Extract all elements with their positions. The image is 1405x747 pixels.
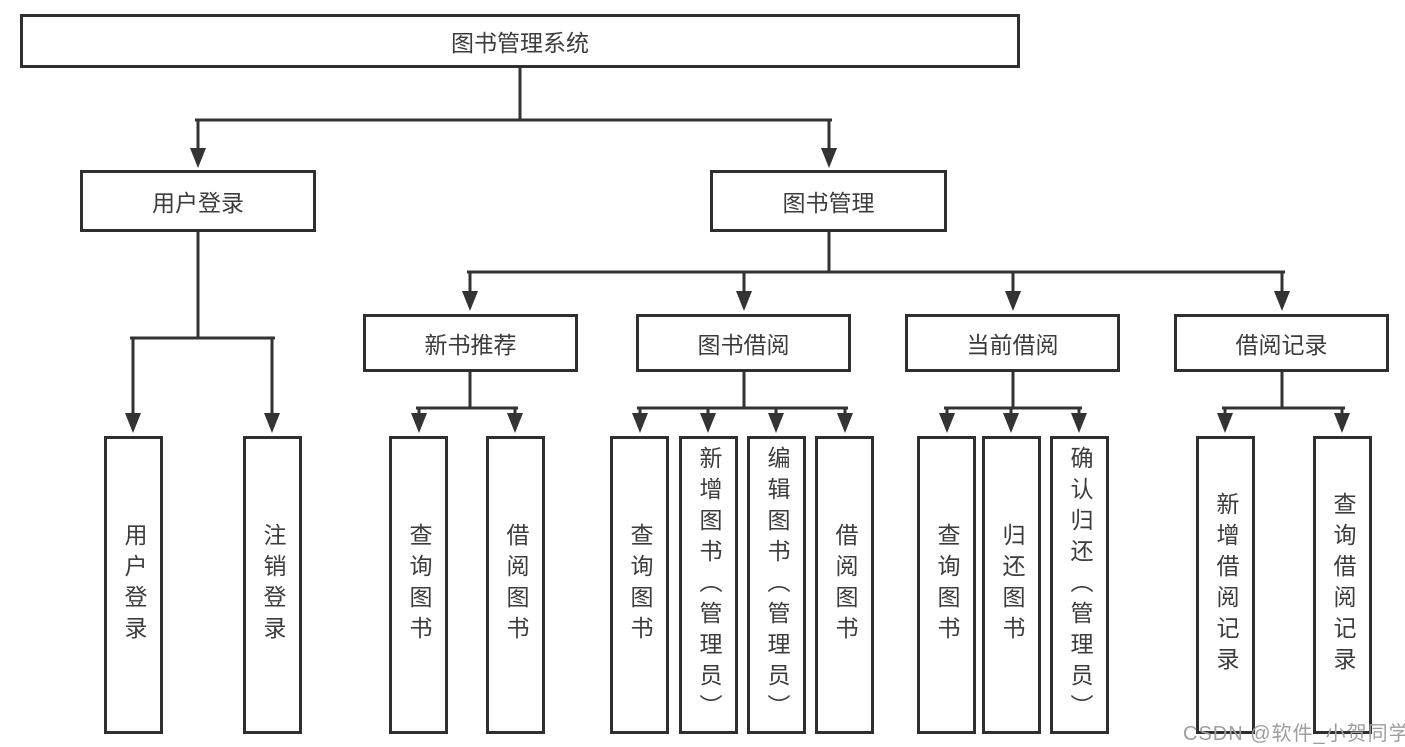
arrowhead <box>1005 291 1021 311</box>
arrowhead <box>1003 413 1019 433</box>
node-label: 当前借阅 <box>966 332 1059 358</box>
arrowhead <box>1217 413 1233 433</box>
leaf-query-books-borrowing: 查询图书 <box>610 436 669 734</box>
node-label: 查询借阅记录 <box>1330 492 1356 678</box>
connector-book-management <box>467 230 1285 296</box>
node-label: 用户登录 <box>152 190 244 216</box>
watermark: CSDN @软件_小贺同学 <box>1183 723 1405 745</box>
arrowhead <box>821 148 837 168</box>
connector-user-login <box>130 230 275 417</box>
connector-root <box>195 66 832 152</box>
node-label: 借阅图书 <box>503 523 529 647</box>
node-current-borrowing: 当前借阅 <box>905 314 1120 372</box>
node-label: 注销登录 <box>260 523 286 647</box>
node-label: 查询图书 <box>934 523 960 647</box>
arrowhead <box>632 413 648 433</box>
leaf-query-borrow-record: 查询借阅记录 <box>1313 436 1372 734</box>
connector-new-book <box>416 370 518 418</box>
node-label: 新书推荐 <box>424 332 517 358</box>
node-label: 图书借阅 <box>697 332 790 358</box>
node-borrowing-records: 借阅记录 <box>1174 314 1389 372</box>
leaf-logout: 注销登录 <box>243 436 302 734</box>
arrowhead <box>837 413 853 433</box>
node-book-borrowing: 图书借阅 <box>636 314 851 372</box>
node-label: 新增借阅记录 <box>1213 492 1239 678</box>
arrowhead <box>1274 291 1290 311</box>
node-label: 新增图书（管理员） <box>696 445 722 725</box>
leaf-edit-book-admin: 编辑图书（管理员） <box>747 436 806 734</box>
node-label: 图书管理系统 <box>451 30 589 56</box>
arrowhead <box>411 413 427 433</box>
node-label: 编辑图书（管理员） <box>764 445 790 725</box>
node-label: 归还图书 <box>999 523 1025 647</box>
node-library-system: 图书管理系统 <box>20 14 1020 68</box>
leaf-add-borrow-record: 新增借阅记录 <box>1196 436 1255 734</box>
leaf-user-login: 用户登录 <box>104 436 163 734</box>
arrowhead <box>736 291 752 311</box>
leaf-borrow-books-borrowing: 借阅图书 <box>815 436 874 734</box>
node-label: 用户登录 <box>121 523 147 647</box>
arrowhead <box>939 413 955 433</box>
node-label: 确认归还（管理员） <box>1067 445 1093 725</box>
arrowhead <box>1071 413 1087 433</box>
node-label: 查询图书 <box>627 523 653 647</box>
arrowhead <box>125 413 141 433</box>
node-user-login: 用户登录 <box>80 170 316 232</box>
node-label: 借阅图书 <box>832 523 858 647</box>
arrowhead <box>1334 413 1350 433</box>
node-new-book-recommend: 新书推荐 <box>363 314 578 372</box>
node-book-management: 图书管理 <box>710 170 947 232</box>
arrowhead <box>462 291 478 311</box>
node-label: 图书管理 <box>782 190 875 216</box>
connector-current-borrowing <box>944 370 1082 418</box>
node-label: 查询图书 <box>406 523 432 647</box>
connector-book-borrowing <box>637 370 848 418</box>
leaf-confirm-return-admin: 确认归还（管理员） <box>1050 436 1109 734</box>
leaf-add-book-admin: 新增图书（管理员） <box>679 436 738 734</box>
arrowhead <box>768 413 784 433</box>
node-label: 借阅记录 <box>1235 332 1328 358</box>
leaf-query-books-newbook: 查询图书 <box>389 436 448 734</box>
connector-borrowing-records <box>1222 370 1345 418</box>
leaf-borrow-books-newbook: 借阅图书 <box>486 436 545 734</box>
arrowhead <box>264 413 280 433</box>
leaf-return-books: 归还图书 <box>982 436 1041 734</box>
arrowhead <box>700 413 716 433</box>
leaf-query-books-current: 查询图书 <box>917 436 976 734</box>
arrowhead <box>507 413 523 433</box>
arrowheads <box>125 148 1350 433</box>
arrowhead <box>190 148 206 168</box>
